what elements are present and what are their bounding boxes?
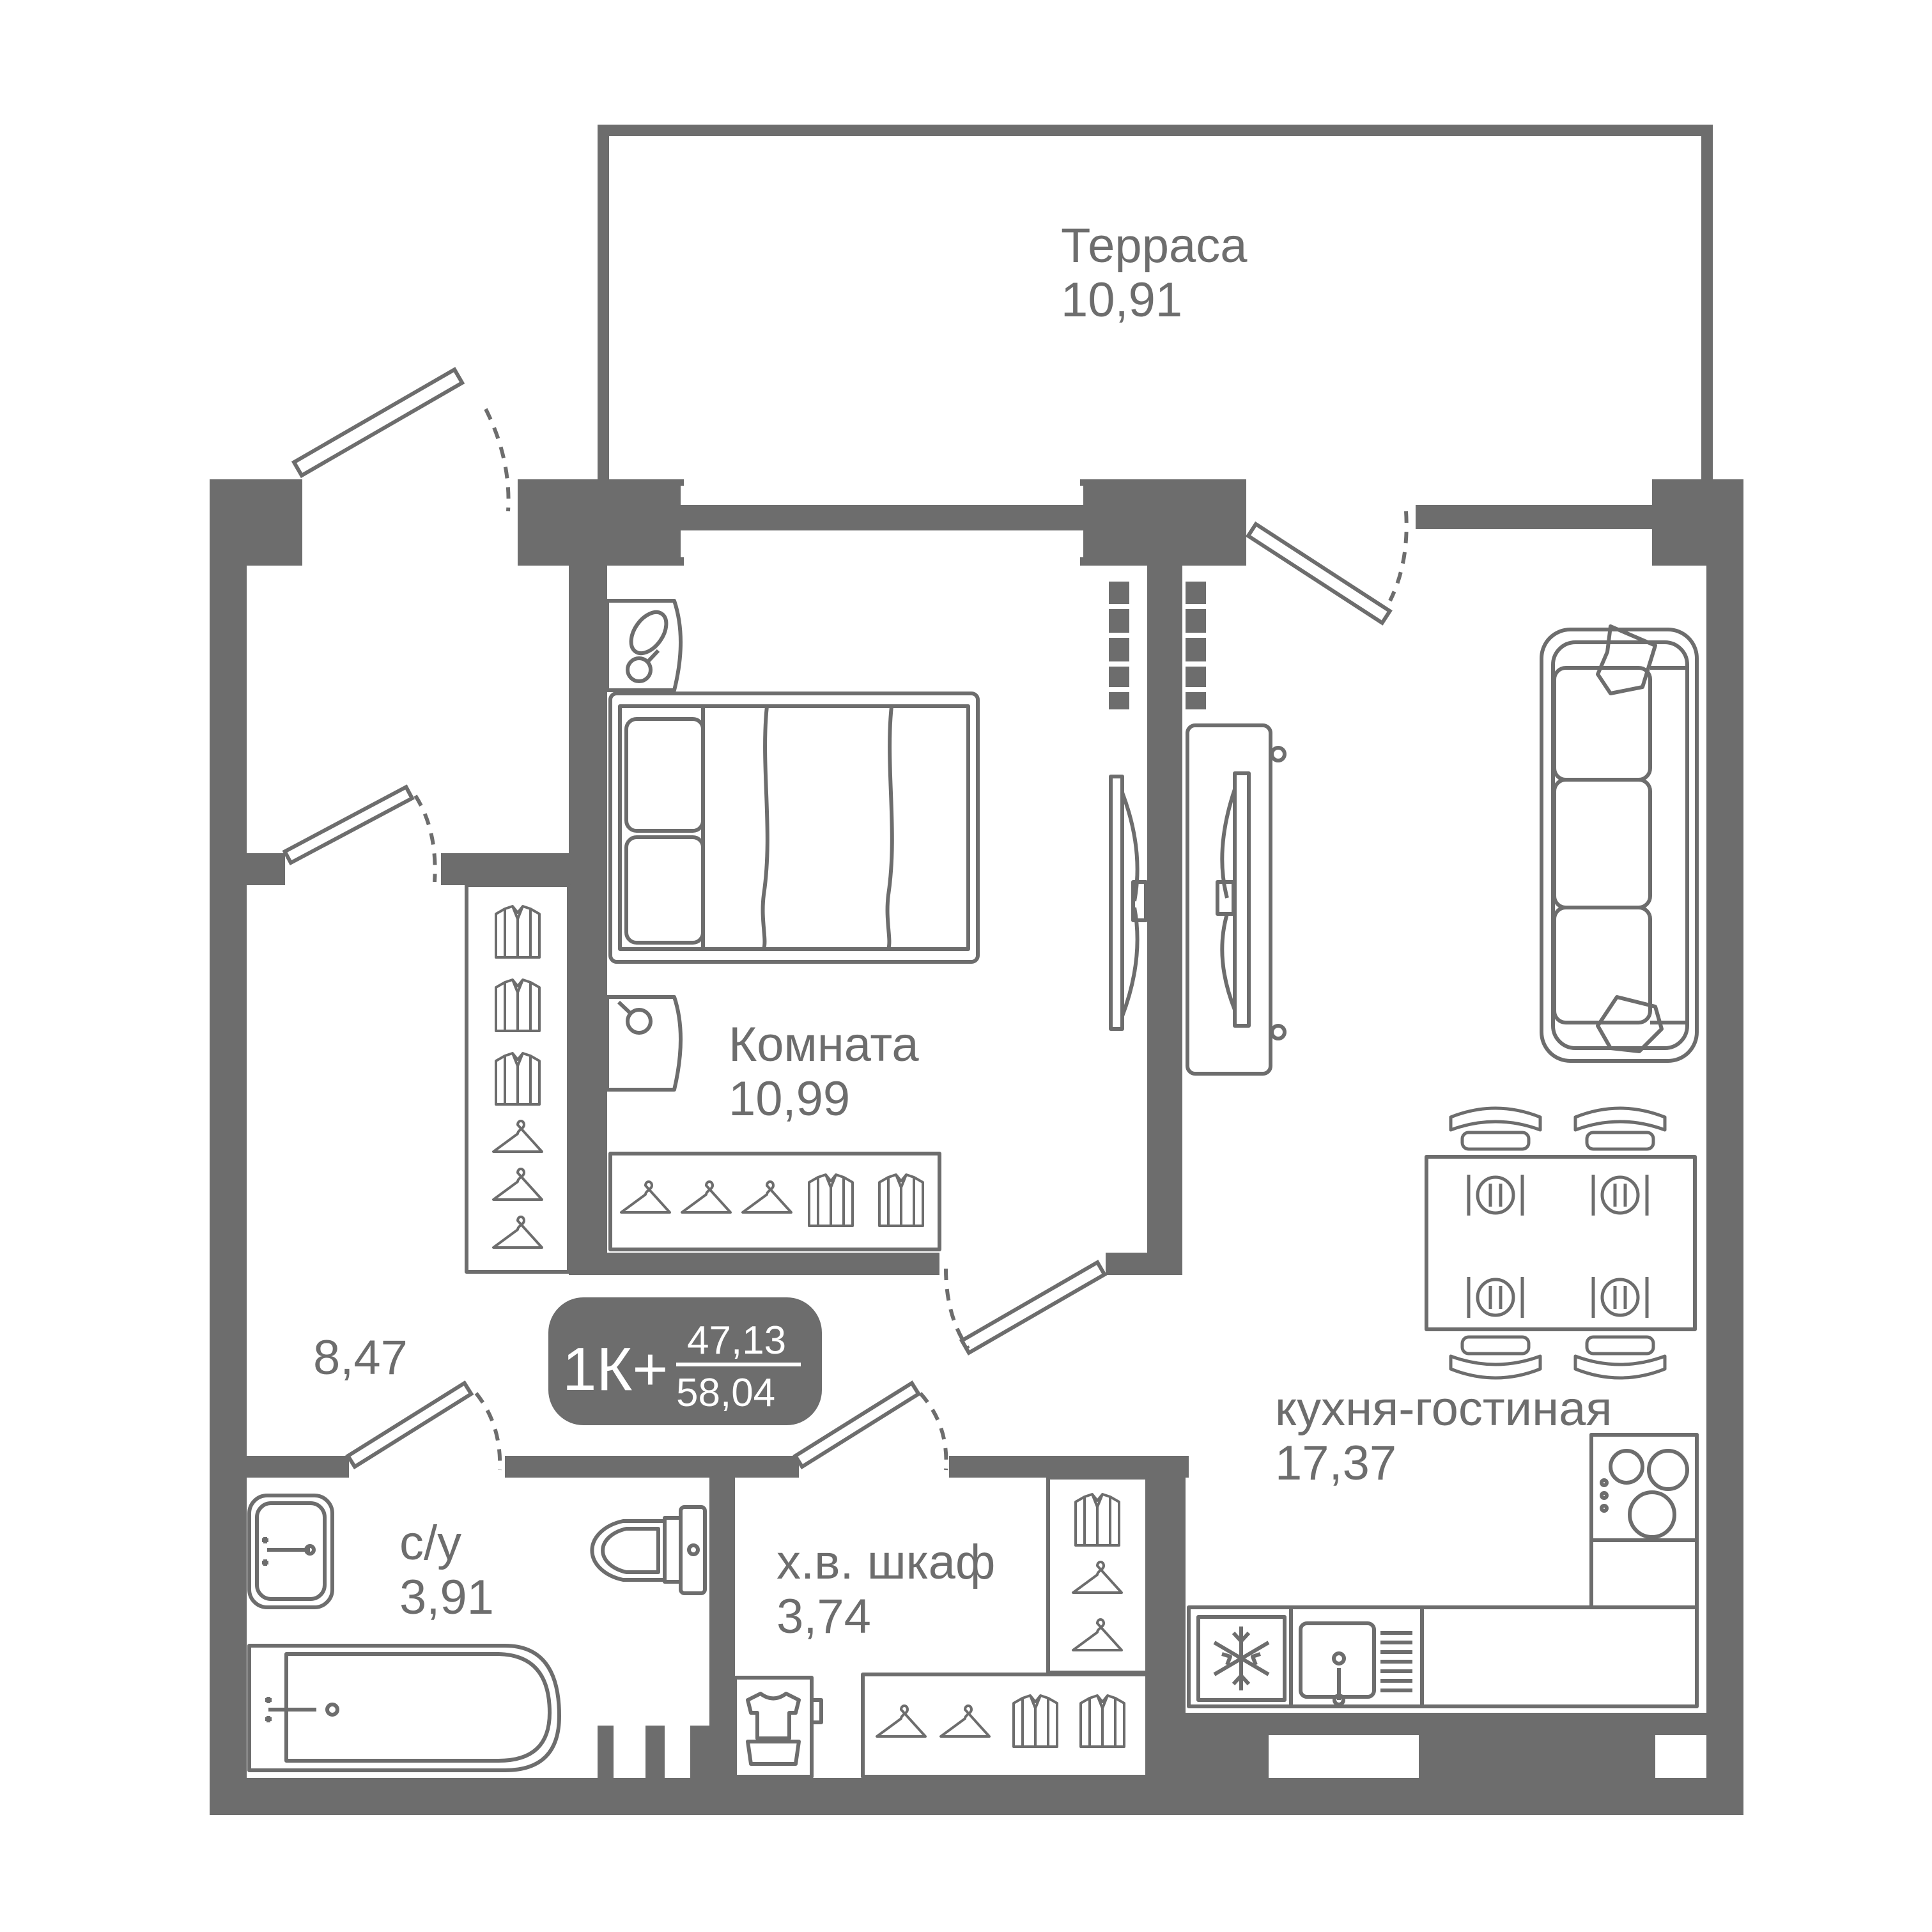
outer-wall-right xyxy=(1706,479,1743,1815)
terrace-area: 10,91 xyxy=(1061,273,1182,327)
bathroom-name: с/у xyxy=(399,1516,461,1570)
closet-name: х.в. шкаф xyxy=(777,1535,995,1589)
walls xyxy=(210,125,1743,1815)
outer-wall-left xyxy=(210,479,247,1815)
room-area: 10,99 xyxy=(729,1072,850,1126)
bathroom-area: 3,91 xyxy=(399,1570,494,1625)
wall-pillar-top-right xyxy=(1652,479,1743,566)
kitchen-counter xyxy=(1187,1433,1699,1708)
washbasin-icon xyxy=(247,1494,334,1609)
room-name: Комната xyxy=(729,1017,919,1072)
wall-slot-marks xyxy=(1109,604,1206,692)
wall-pillar-top-left xyxy=(210,479,302,566)
outer-wall-bottom xyxy=(210,1778,1706,1815)
stove-icon xyxy=(1589,1433,1699,1542)
wall-top-center-right xyxy=(1080,479,1246,566)
wall-window-mullion-top xyxy=(677,505,1086,530)
kitchen-name: кухня-гостиная xyxy=(1275,1382,1612,1436)
badge-type: 1К+ xyxy=(562,1335,668,1403)
closet-area: 3,74 xyxy=(777,1589,871,1644)
nightstand-bottom xyxy=(605,995,683,1092)
bed-icon xyxy=(608,692,980,964)
fridge-icon xyxy=(1196,1615,1287,1702)
badge-total-area: 58,04 xyxy=(676,1371,775,1415)
entrance-door xyxy=(291,367,511,512)
room-labels: Терраса 10,91 Комната 10,99 8,47 кухня-г… xyxy=(313,219,1612,1644)
terrace-door xyxy=(1245,511,1409,626)
bathroom-door xyxy=(345,1380,502,1471)
toilet-icon xyxy=(590,1505,707,1595)
nightstand-top xyxy=(605,599,683,692)
wardrobe-icon xyxy=(465,883,571,1274)
sofa-icon xyxy=(1540,624,1699,1063)
terrace-name: Терраса xyxy=(1061,219,1248,273)
bathtub-icon xyxy=(247,1644,561,1772)
badge-background xyxy=(548,1297,822,1425)
terrace-wall-right xyxy=(1701,125,1713,483)
hall-area: 8,47 xyxy=(313,1331,408,1385)
closet-shelf-icon xyxy=(861,1476,1149,1779)
hall-door xyxy=(282,784,437,883)
apartment-badge: 1К+ 47,13 58,04 xyxy=(548,1297,822,1425)
door-icon xyxy=(282,367,1409,1471)
kitchen-area: 17,37 xyxy=(1275,1436,1396,1490)
window-icon xyxy=(681,486,1083,557)
badge-fraction-line xyxy=(676,1363,801,1366)
closet-door xyxy=(792,1380,948,1471)
bedroom-wardrobe-icon xyxy=(608,1152,941,1251)
washing-machine-icon xyxy=(733,1676,823,1779)
terrace-wall-left xyxy=(598,125,609,483)
interior-walls xyxy=(247,566,1710,1814)
bedroom-door xyxy=(944,1260,1108,1356)
wall-top-kitchen xyxy=(1416,505,1658,529)
sink-icon xyxy=(1299,1621,1412,1706)
badge-living-area: 47,13 xyxy=(687,1318,786,1363)
terrace-wall-top xyxy=(598,125,1713,136)
dining-table-icon xyxy=(1425,1108,1697,1378)
wall-top-center-left xyxy=(518,479,684,566)
tv-cabinet-icon xyxy=(1109,723,1287,1076)
